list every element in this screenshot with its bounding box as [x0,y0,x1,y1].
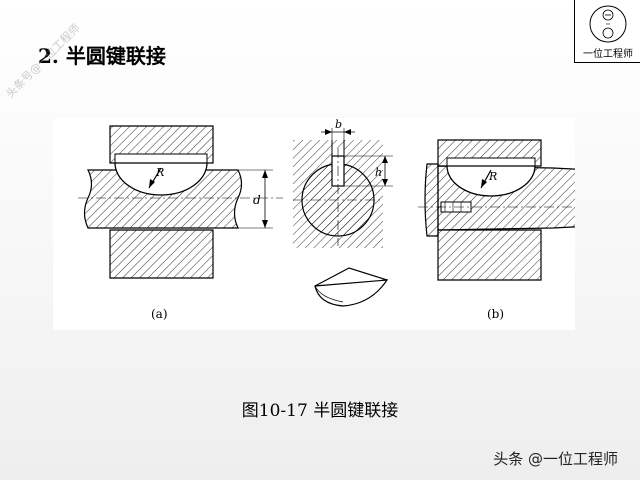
radius-label-a: R [155,166,164,179]
figure-panel: R d (a) [53,118,613,330]
label-a: (a) [151,307,168,321]
logo-emblem-icon [589,5,627,43]
view-a: R d (a) [78,125,283,321]
radius-label-b: R [488,170,497,183]
dim-h-label: h [375,166,382,179]
logo-caption: 一位工程师 [583,49,633,60]
view-b: R d (b) [418,139,613,321]
dim-d-label-a: d [253,193,261,207]
label-b: (b) [487,307,504,321]
figure-caption: 图10-17 半圆键联接 [241,401,399,421]
dim-b-label: b [335,118,342,131]
logo: 一位工程师 [574,0,640,63]
bottom-watermark: 头条 @一位工程师 [493,450,618,468]
cross-section-view: b h [293,118,393,307]
keyway-diagram: R d (a) [78,118,613,321]
slide-title: 2. 半圆键联接 [38,44,166,68]
